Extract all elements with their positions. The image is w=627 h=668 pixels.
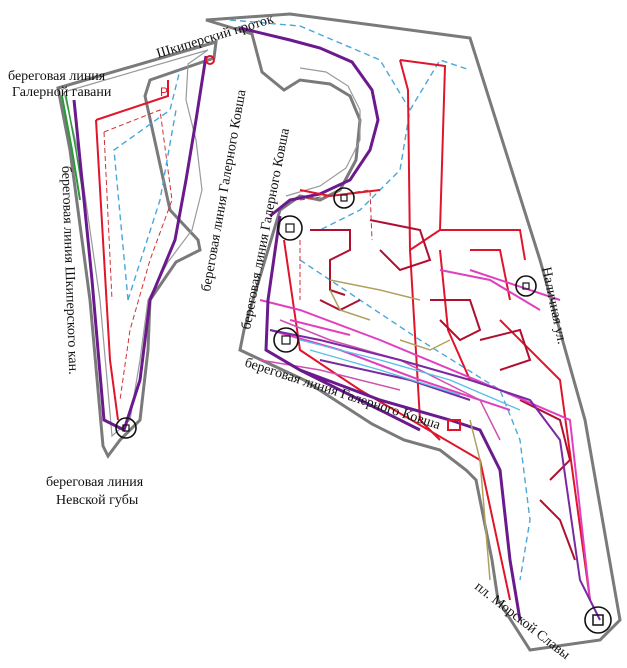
red-square-marker (447, 419, 461, 431)
magenta-lines (259, 269, 591, 601)
well-marker-nalichnaya (515, 275, 537, 297)
cyan-dashed-west (113, 69, 181, 301)
well-marker-nalichnaya-square (522, 282, 530, 290)
basin-purple-outline (239, 26, 380, 218)
label-nevskaya-guba-1: береговая линия (46, 475, 144, 490)
east-territory-boundary (205, 12, 622, 652)
dashed-red-east (299, 189, 373, 300)
label-galernaya-gavan-1: береговая линия (8, 69, 106, 84)
well-marker-middle-square (281, 335, 291, 345)
green-shoreline (61, 95, 81, 201)
label-morskoy-slavy-square: пл. Морской Славы (472, 579, 573, 663)
red-p-glyph: P (160, 85, 168, 99)
label-galerny-kovsh-basin: береговая линия Галерного Ковша (239, 126, 293, 331)
well-marker-north-square (285, 223, 295, 233)
well-marker-middle (273, 327, 299, 353)
well-marker-north (277, 215, 303, 241)
label-galerny-kovsh-west: береговая линия Галерного Ковша (199, 88, 249, 293)
red-line-east-grid (399, 59, 591, 601)
well-marker-south-west-square (122, 424, 130, 432)
well-marker-basin (333, 187, 355, 209)
well-marker-south-east-square (592, 614, 604, 626)
label-shkiperskiy-kanal: береговая линия Шкиперского кан. (58, 166, 80, 375)
purple-route-east-2 (269, 329, 601, 621)
well-marker-south-west (115, 417, 137, 439)
basin-inner-boundary (285, 67, 361, 197)
red-line-east-long (283, 189, 511, 601)
west-territory-boundary (56, 39, 218, 459)
red-line-west (95, 80, 169, 421)
cyan-dashed-east (229, 19, 531, 581)
purple-route-east (264, 215, 522, 621)
west-territory-inner-boundary (63, 49, 209, 438)
purple-route-west (72, 55, 208, 433)
well-marker-basin-square (340, 194, 348, 202)
label-nalichnaya-street: Наличная ул. (538, 266, 569, 346)
label-galernaya-gavan-2: Галерной гавани (12, 85, 112, 100)
olive-lines (329, 279, 491, 581)
dashed-red-west (103, 109, 173, 401)
cyan-solid-lines (299, 339, 521, 411)
label-nevskaya-guba-2: Невской губы (56, 493, 139, 508)
red-marker-circle (205, 55, 215, 65)
well-marker-south-east (584, 606, 612, 634)
